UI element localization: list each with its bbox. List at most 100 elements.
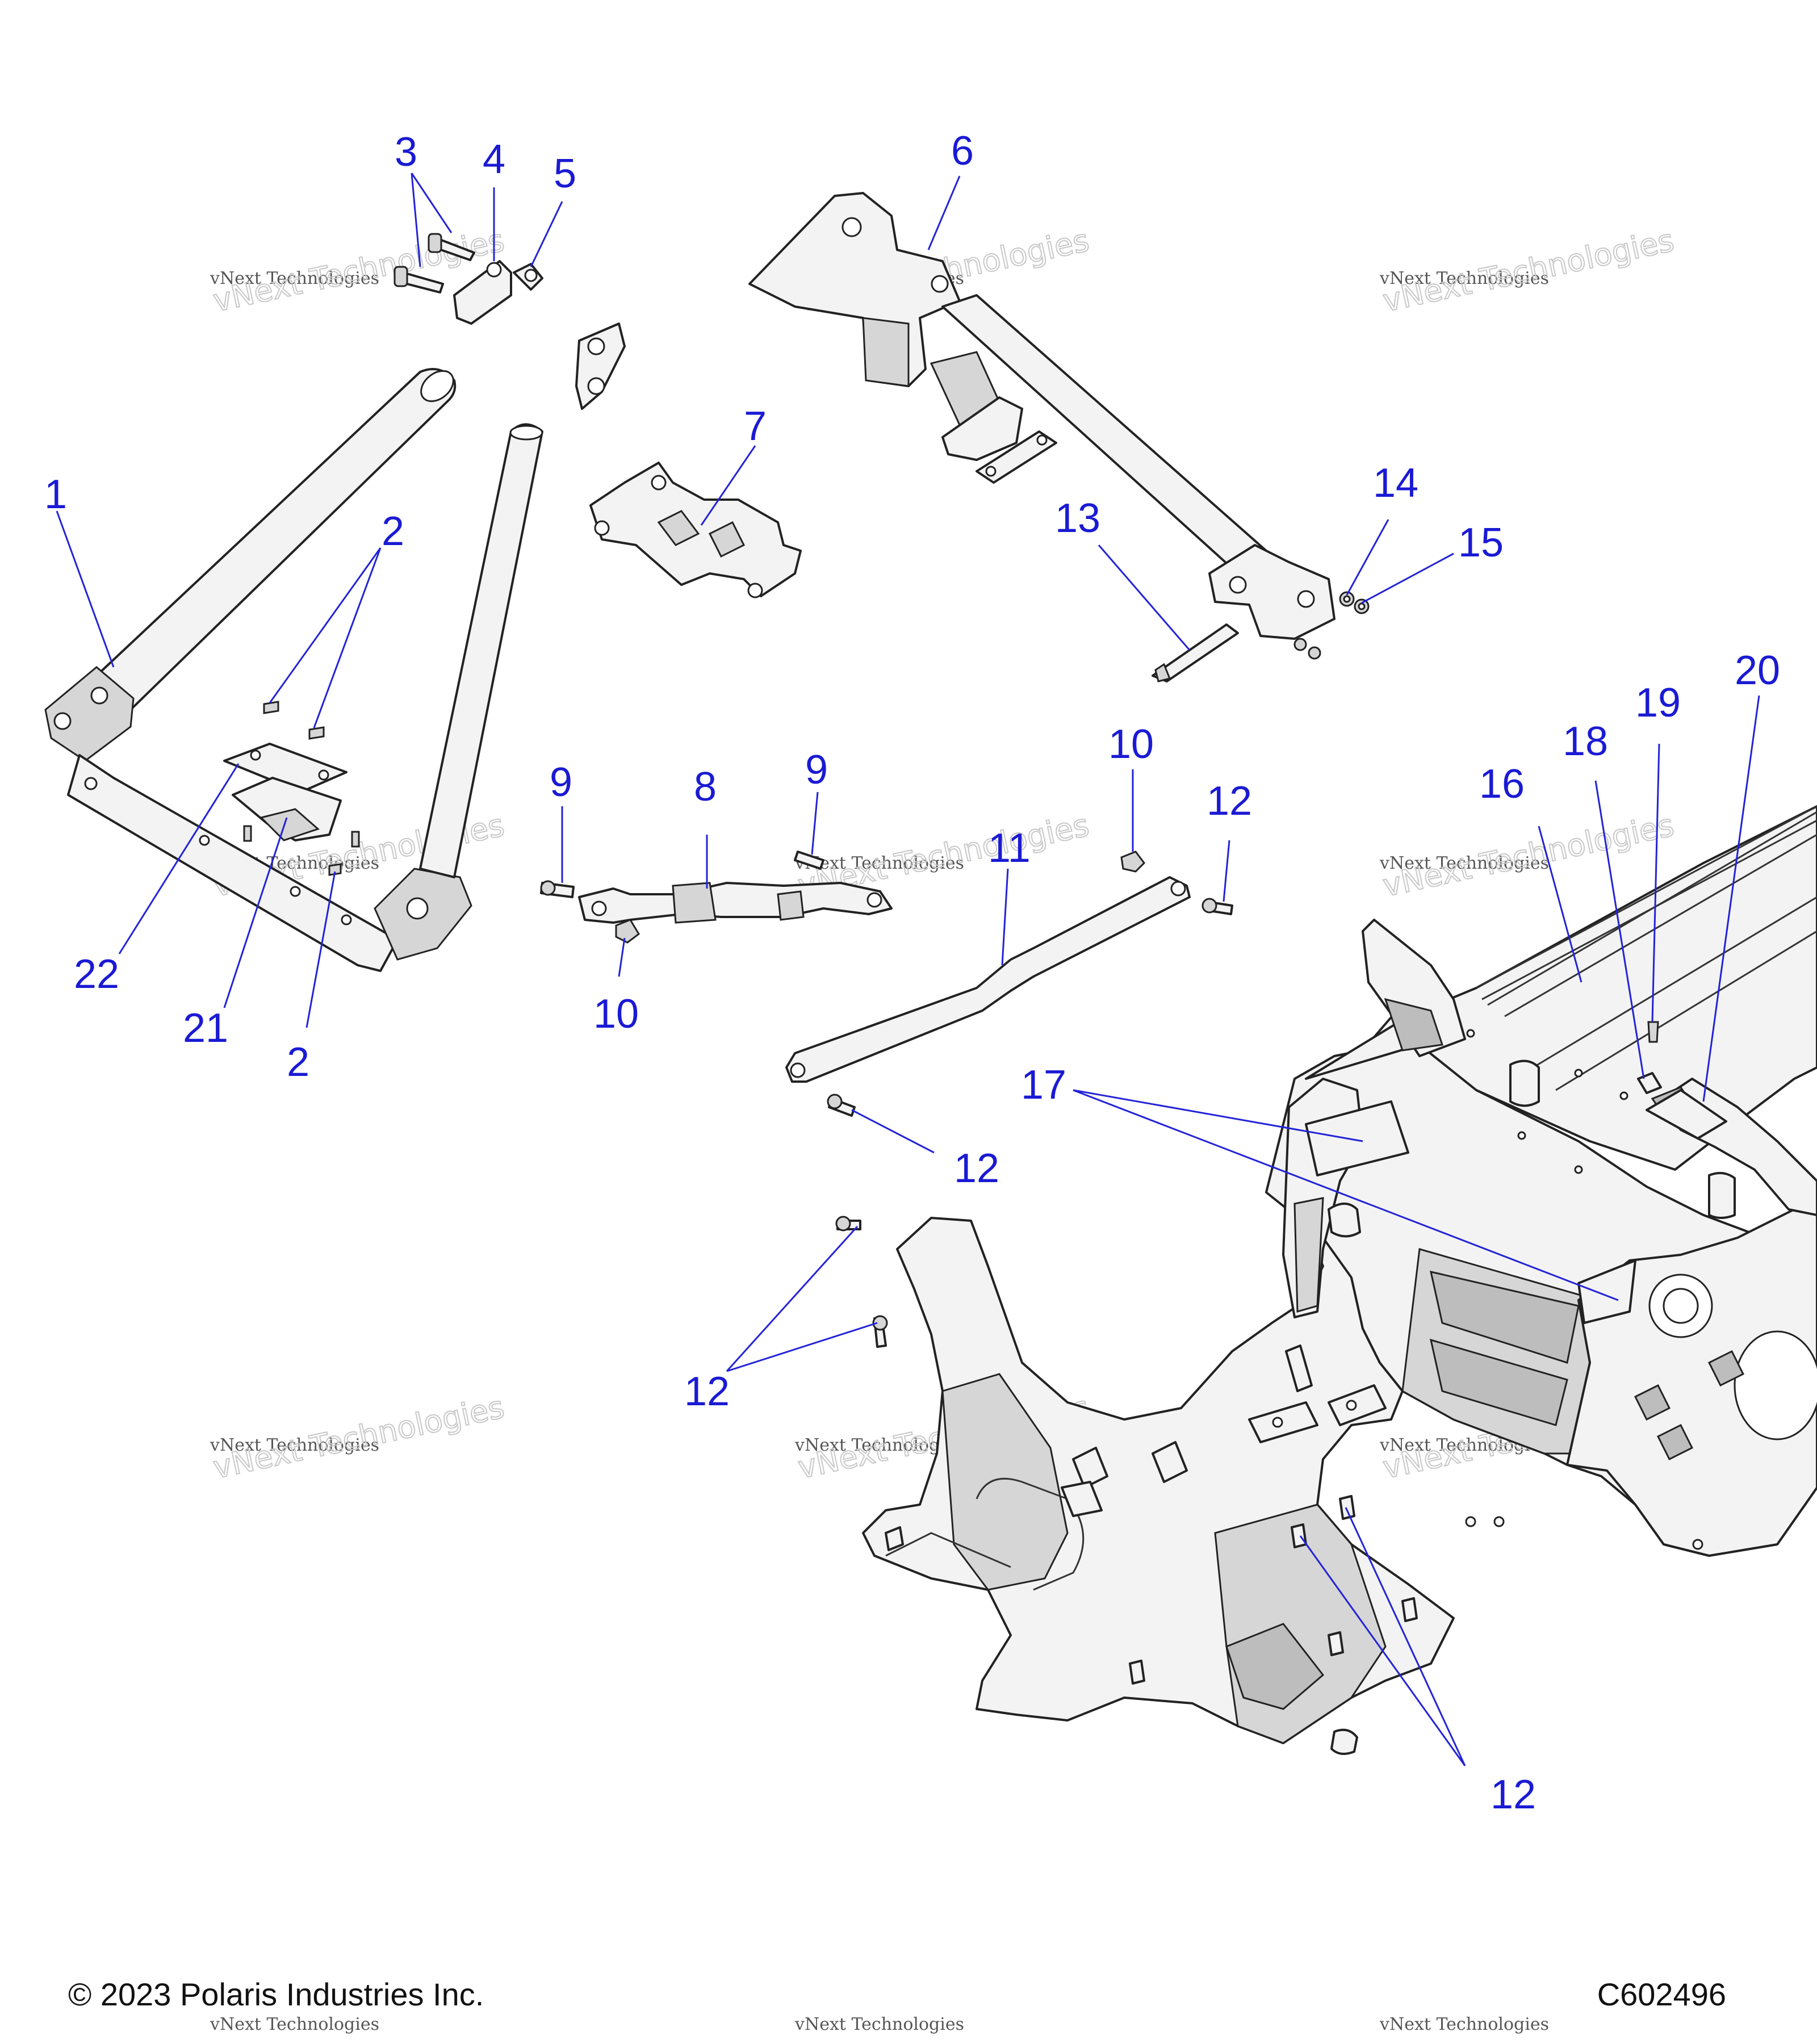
leader-17a [1073, 1089, 1363, 1142]
part-13-upper-plate [976, 430, 1057, 484]
copyright-notice: © 2023 Polaris Industries Inc. [68, 1976, 484, 2012]
callout-8: 8 [694, 764, 717, 810]
callout-12-middle: 12 [954, 1146, 999, 1191]
part-21-mount-plate [232, 777, 360, 848]
leader-22 [118, 763, 240, 954]
leader-2a-2 [313, 547, 382, 728]
part-20-bracket [1646, 1089, 1727, 1140]
callout-18: 18 [1563, 719, 1608, 764]
leader-15 [1361, 552, 1454, 604]
watermark-6-line1: vNext Technologies [1379, 853, 1549, 873]
watermark-3: vNext Technologies vNext Technologies [1379, 222, 1678, 320]
leader-18 [1594, 780, 1645, 1079]
leader-13 [1098, 544, 1191, 651]
part-14-washer [1293, 591, 1355, 651]
callout-2-upper: 2 [382, 509, 404, 554]
part-9-bolts [540, 851, 824, 898]
watermark-11-line1: vNext Technologies [794, 2014, 964, 2034]
chassis-frame [862, 805, 1817, 1755]
callout-9-left: 9 [550, 760, 572, 805]
leader-12d-2 [1345, 1507, 1466, 1766]
callout-9-right: 9 [805, 747, 828, 793]
leader-14 [1346, 519, 1389, 596]
callout-14: 14 [1373, 460, 1418, 506]
callout-10-lower: 10 [593, 991, 639, 1037]
watermark-1-line1: vNext Technologies [210, 269, 379, 288]
callout-2-lower: 2 [287, 1040, 309, 1085]
leader-10a [618, 937, 626, 977]
callout-16: 16 [1479, 761, 1525, 807]
callout-12-upper-right: 12 [1207, 778, 1252, 824]
part-3-bolts [393, 233, 475, 294]
part-2-screws [263, 701, 342, 876]
leader-3b [411, 173, 453, 233]
leader-lines [56, 173, 1760, 1766]
leader-11 [1001, 868, 1009, 966]
leader-12c-2 [726, 1322, 878, 1372]
part-17-decals [1305, 1100, 1636, 1324]
callout-6: 6 [951, 128, 974, 174]
callout-4: 4 [483, 137, 505, 182]
watermark-12: vNext Technologies [1379, 2014, 1549, 2034]
part-7-mounting-plate [589, 462, 802, 598]
callout-22: 22 [74, 952, 119, 997]
callout-numbers: 1 2 2 3 4 5 6 7 8 9 9 10 10 11 12 12 12 … [44, 128, 1780, 1817]
callout-5: 5 [554, 151, 576, 196]
leader-19 [1651, 743, 1660, 1023]
callout-17: 17 [1021, 1062, 1066, 1108]
part-1-front-tube-frame [44, 368, 472, 972]
part-11-link-bar [785, 876, 1191, 1083]
callout-20: 20 [1735, 648, 1780, 693]
leader-2a-1 [269, 547, 382, 703]
watermark-10: vNext Technologies [210, 2014, 379, 2034]
leader-5 [530, 201, 563, 267]
leader-7 [700, 445, 756, 526]
leader-12c-1 [726, 1225, 859, 1372]
watermark-10-line1: vNext Technologies [210, 2014, 379, 2034]
watermark-3-line1: vNext Technologies [1379, 269, 1549, 288]
part-4-clamp-halves [453, 260, 626, 410]
part-6-upper-cross-tube [748, 192, 1335, 640]
callout-3: 3 [395, 129, 417, 175]
part-13-lower-bracket [1152, 623, 1239, 682]
part-8-strut [578, 882, 893, 924]
leader-12d-1 [1299, 1535, 1466, 1766]
watermark-7-line1: vNext Technologies [210, 1435, 379, 1455]
watermark-6: vNext Technologies vNext Technologies [1379, 807, 1678, 904]
part-19-screw [1647, 1021, 1659, 1043]
part-15-nut [1308, 598, 1370, 660]
watermark-12-line1: vNext Technologies [1379, 2014, 1549, 2034]
part-10-bushing-lower [615, 919, 640, 944]
watermark-11: vNext Technologies [794, 2014, 964, 2034]
callout-21: 21 [183, 1006, 228, 1051]
leader-1 [56, 510, 115, 668]
part-1-rear-tube [419, 423, 543, 878]
callout-11: 11 [988, 826, 1031, 871]
leader-17b [1073, 1089, 1619, 1301]
leader-6 [927, 175, 961, 250]
part-5-washer [513, 263, 543, 291]
callout-1: 1 [44, 472, 67, 517]
callout-12-bottom: 12 [1491, 1772, 1536, 1817]
part-12-bolts [827, 898, 1233, 1348]
callout-13: 13 [1055, 496, 1100, 541]
callout-15: 15 [1458, 520, 1504, 566]
part-10-bushing-upper [1120, 851, 1145, 873]
leader-16 [1538, 826, 1582, 983]
callout-7: 7 [744, 404, 767, 449]
diagram-code: C602496 [1597, 1976, 1726, 2012]
leader-20 [1702, 695, 1760, 1102]
leader-3a [411, 173, 421, 267]
callout-10-upper: 10 [1108, 722, 1154, 767]
leader-12a [1223, 840, 1230, 902]
leader-9b [811, 791, 819, 855]
callout-12-left: 12 [684, 1369, 730, 1414]
leader-2b [305, 871, 336, 1028]
watermark-7: vNext Technologies vNext Technologies [210, 1389, 508, 1486]
watermark-8-line1: vNext Technologies [794, 1435, 964, 1455]
part-16-rail [1476, 805, 1817, 1000]
callout-19: 19 [1635, 680, 1681, 726]
leader-21 [223, 817, 288, 1008]
leader-12b [851, 1109, 935, 1154]
